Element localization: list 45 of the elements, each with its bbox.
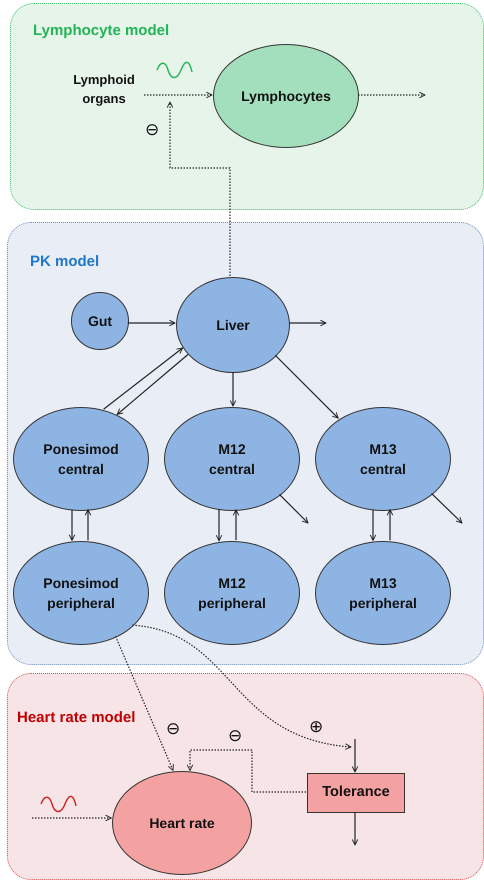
- panel-title: Heart rate model: [17, 709, 136, 726]
- ellipse-node: M13 peripheral: [315, 541, 451, 645]
- dotted-arrow: [144, 92, 212, 98]
- dotted-arrow: [115, 636, 174, 771]
- dotted-arrow: [32, 814, 112, 822]
- arrow: [84, 509, 92, 540]
- arrow: [216, 509, 222, 542]
- model-panel: [10, 3, 484, 210]
- ellipse-node: Lymphocytes: [213, 44, 359, 148]
- model-panel: [7, 222, 484, 665]
- arrow: [232, 509, 240, 540]
- arrow: [116, 354, 188, 415]
- arrow: [289, 320, 326, 326]
- node-label: Lymphoid organs: [63, 67, 145, 113]
- dotted-arrow: [132, 624, 352, 750]
- ellipse-node: Liver: [176, 277, 290, 373]
- panel-title: Lymphocyte model: [33, 22, 170, 39]
- edge-label: ⊕: [309, 719, 324, 736]
- arrow: [352, 739, 358, 772]
- process-box: Tolerance: [307, 773, 405, 813]
- ellipse-node: M12 peripheral: [164, 541, 300, 645]
- dotted-arrow: [358, 92, 426, 98]
- edge-label: ⊖: [228, 728, 242, 745]
- dotted-arrow: [166, 102, 231, 276]
- ellipse-node: Ponesimod central: [13, 407, 149, 511]
- ellipse-node: Gut: [71, 292, 129, 350]
- arrow: [274, 354, 339, 419]
- arrow: [128, 320, 176, 326]
- edge-label: ⊖: [145, 122, 160, 139]
- ellipse-node: Heart rate: [112, 771, 252, 875]
- arrow: [370, 510, 376, 541]
- ellipse-node: M13 central: [315, 407, 451, 511]
- panel-title: PK model: [30, 253, 100, 270]
- dotted-arrow: [186, 749, 306, 793]
- arrow: [68, 510, 76, 541]
- edge-label: ⊖: [166, 721, 180, 738]
- arrow: [230, 372, 236, 406]
- ellipse-node: Ponesimod peripheral: [13, 541, 149, 645]
- arrow: [431, 493, 462, 524]
- arrow: [279, 494, 308, 524]
- ellipse-node: M12 central: [164, 407, 300, 511]
- arrow: [103, 348, 184, 410]
- arrow: [386, 509, 394, 540]
- arrow: [352, 812, 358, 846]
- model-panel: [7, 673, 484, 880]
